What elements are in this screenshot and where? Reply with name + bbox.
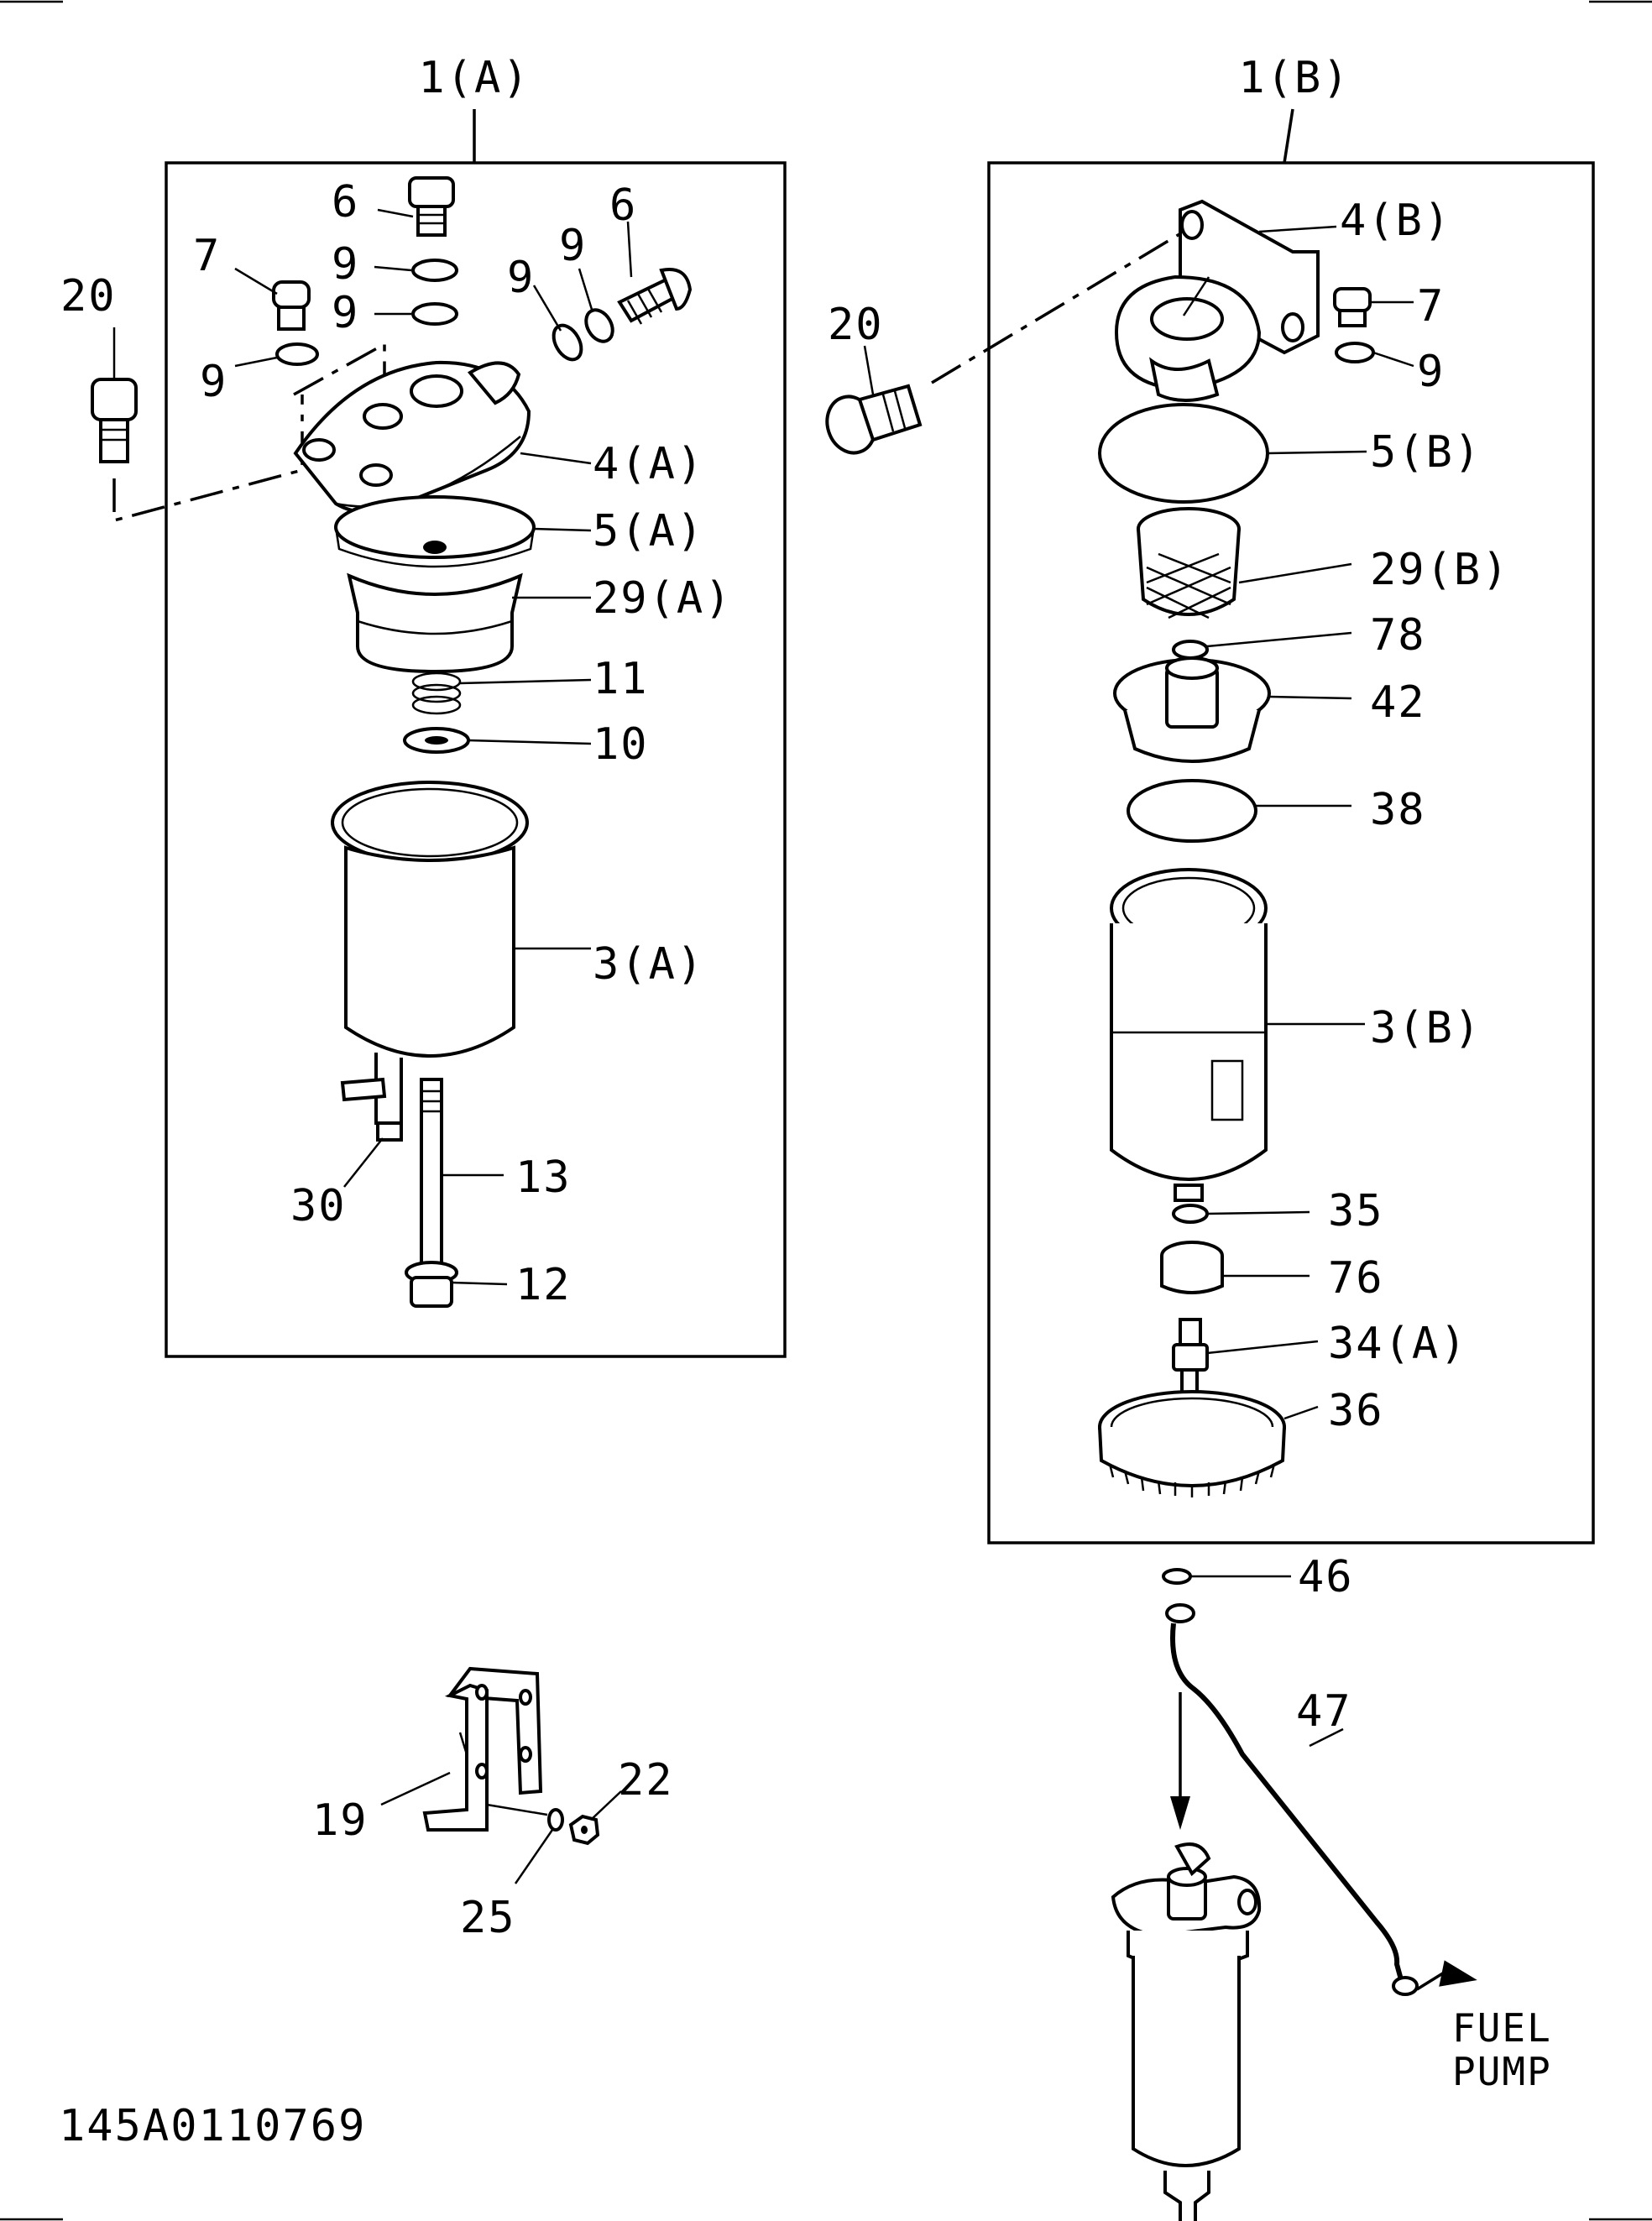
callout-br-19: 19: [312, 1795, 369, 1846]
callout-p-46: 46: [1298, 1552, 1354, 1602]
fuel-pipe-group: 46 47 FUEL PUMP: [1111, 1552, 1552, 2221]
callout-a-3: 3(A): [593, 939, 704, 990]
fuel-pump-label-line1: FUEL: [1452, 2005, 1552, 2051]
fuel-pipe-47: [1170, 1623, 1404, 1983]
assembly-b-frame: [987, 161, 1595, 1544]
callout-b-34: 34(A): [1328, 1319, 1468, 1369]
assembly-a: 1(A): [60, 53, 787, 1358]
callout-br-25: 25: [460, 1893, 516, 1943]
callout-b-7: 7: [1417, 281, 1445, 332]
callout-b-5: 5(B): [1370, 427, 1482, 478]
o-ring-35: [1172, 1204, 1209, 1224]
callout-p-47: 47: [1296, 1686, 1352, 1737]
bolt-6-top: [408, 176, 455, 237]
callout-br-22: 22: [618, 1755, 674, 1806]
bolt-20-left: [91, 378, 138, 463]
spring-11: [411, 672, 462, 715]
filter-head-4b: [1114, 199, 1320, 402]
callout-b-78: 78: [1370, 610, 1426, 661]
nut-22: [568, 1814, 600, 1846]
rod-13: [420, 1078, 443, 1273]
lower-filter: [1111, 1842, 1262, 2221]
washer-9-right-b: [552, 323, 583, 362]
callout-a-9-c: 9: [200, 357, 227, 407]
nut-12: [405, 1261, 458, 1308]
assembly-b-label: 1(B): [1238, 53, 1350, 103]
callout-b-42: 42: [1370, 677, 1426, 728]
assembly-a-label: 1(A): [418, 53, 530, 103]
ring-5b: [1098, 403, 1269, 504]
callout-a-9-d: 9: [507, 253, 535, 303]
plug-7: [272, 280, 311, 331]
reference-line-a: [112, 395, 304, 523]
callout-left-20: 20: [60, 271, 117, 321]
sleeve-76: [1160, 1241, 1224, 1294]
valve-34a: [1172, 1318, 1209, 1402]
ring-nut-36: [1098, 1390, 1286, 1497]
callout-b-38: 38: [1370, 785, 1426, 835]
callout-b-3: 3(B): [1370, 1003, 1482, 1053]
callout-a-11: 11: [593, 654, 649, 704]
callout-a-12: 12: [515, 1260, 572, 1310]
callout-a-7: 7: [193, 231, 221, 281]
callout-b-35: 35: [1328, 1186, 1384, 1236]
drain-30: [340, 1053, 403, 1142]
callout-a-9-a: 9: [332, 239, 359, 290]
callout-b-4: 4(B): [1340, 196, 1451, 246]
callout-a-6-right: 6: [609, 180, 637, 231]
callout-a-6-top: 6: [332, 177, 359, 227]
bowl-3a: [331, 781, 529, 1058]
washer-25: [547, 1808, 564, 1832]
pipe-eye-bottom: [1392, 1976, 1419, 1996]
pipe-eye-top: [1165, 1603, 1195, 1623]
reference-line-b: [931, 225, 1193, 384]
callout-a-4: 4(A): [593, 439, 704, 489]
callout-a-13: 13: [515, 1152, 572, 1203]
washer-9-middle: [411, 302, 458, 326]
bolt-6-right: [617, 268, 693, 325]
washer-9-left: [275, 342, 319, 366]
callout-a-5: 5(A): [593, 506, 704, 557]
callout-a-30: 30: [290, 1181, 347, 1231]
washer-46: [1162, 1568, 1192, 1585]
element-29b: [1137, 507, 1241, 619]
callout-a-29: 29(A): [593, 573, 733, 624]
plug-7-b: [1333, 287, 1372, 327]
callout-b-29: 29(B): [1370, 545, 1510, 595]
filter-head-4a: [293, 360, 531, 515]
washer-9-upper: [411, 259, 458, 282]
bracket-group: 19 25 22: [312, 1666, 674, 1943]
callout-a-9-b: 9: [332, 288, 359, 338]
cup-42: [1113, 656, 1271, 763]
fuel-pump-label-line2: PUMP: [1452, 2049, 1552, 2094]
callout-b-20: 20: [828, 300, 884, 350]
callout-a-10: 10: [593, 719, 649, 770]
ball-78: [1172, 640, 1209, 660]
ring-5a: [334, 495, 536, 568]
element-29a: [347, 572, 523, 674]
bowl-3b: [1110, 868, 1268, 1202]
assembly-b: 1(B): [825, 53, 1595, 1544]
drawing-number: 145A0110769: [59, 2101, 366, 2151]
callout-b-36: 36: [1328, 1386, 1384, 1436]
washer-10: [403, 727, 470, 754]
bolt-20-right: [825, 384, 923, 455]
washer-9-right-a: [584, 308, 614, 343]
callout-b-76: 76: [1328, 1253, 1384, 1304]
callout-a-9-e: 9: [559, 221, 587, 271]
callout-b-9: 9: [1417, 347, 1445, 397]
assembly-a-frame: [165, 161, 787, 1358]
washer-9-b: [1335, 342, 1375, 363]
bracket-19: [422, 1666, 543, 1832]
ring-38: [1127, 779, 1257, 843]
